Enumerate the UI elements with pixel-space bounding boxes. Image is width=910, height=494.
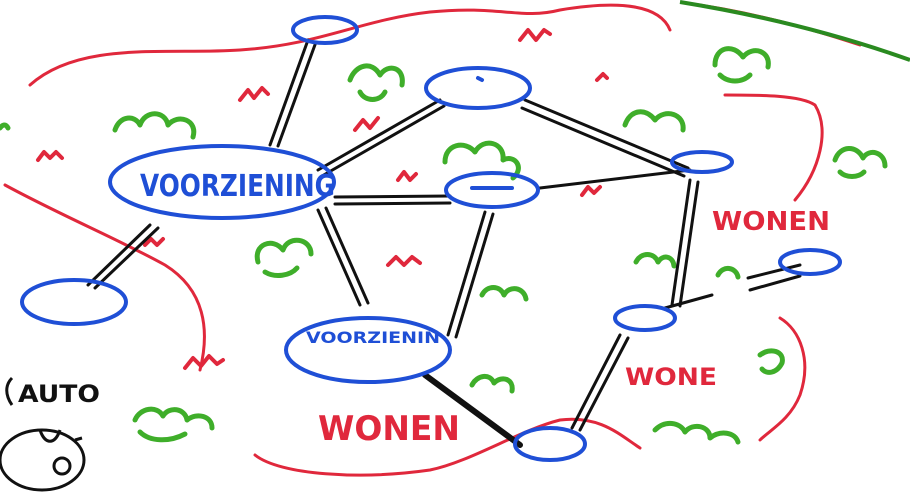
label-wone-middle: WONE	[625, 363, 717, 391]
red-squiggles	[36, 28, 609, 370]
road-voorziening-small	[316, 206, 370, 307]
red-squiggle	[386, 255, 422, 267]
red-boundary-left	[3, 183, 206, 372]
green-blob	[442, 140, 521, 181]
red-boundary-right	[723, 93, 824, 202]
green-blob	[652, 421, 741, 445]
red-zone-boundaries	[3, 1, 862, 477]
green-blob	[715, 266, 741, 280]
road-small-bottom	[422, 372, 523, 448]
red-squiggle	[595, 72, 609, 82]
road-voorziening-bottomleft	[86, 223, 160, 290]
red-squiggle	[580, 185, 602, 197]
car-window-icon	[38, 429, 62, 443]
label-wonen-bottom: WONEN	[318, 409, 460, 449]
road-middle-right	[538, 168, 692, 190]
green-edge-line	[679, 0, 910, 62]
auto-symbol	[0, 376, 86, 492]
green-blob	[132, 406, 215, 443]
node-right	[670, 150, 734, 174]
green-blob	[0, 122, 11, 131]
road-middle-small	[446, 210, 495, 339]
label-auto: AUTO	[18, 380, 100, 408]
road-voorziening-middle	[333, 194, 452, 206]
node-mark	[476, 76, 484, 82]
green-blob	[469, 374, 515, 394]
green-blob	[112, 111, 197, 140]
red-squiggle	[518, 28, 552, 42]
road-right-lowerright	[670, 178, 700, 308]
road-center-right	[520, 98, 690, 178]
red-squiggle	[183, 354, 225, 370]
node-marks	[470, 76, 514, 190]
label-voorziening-large: VOORZIENING	[140, 169, 335, 204]
nodes	[20, 15, 842, 462]
wheel-icon	[52, 456, 72, 476]
green-blob	[757, 348, 785, 375]
red-squiggle	[143, 237, 165, 247]
road-lowerright-farright	[663, 263, 802, 310]
red-boundary-right-lower	[758, 316, 807, 442]
node-bottom	[513, 426, 587, 462]
green-blob	[254, 237, 314, 278]
car-icon	[0, 428, 86, 492]
road-top-voorziening	[268, 38, 318, 148]
node-voorziening-large	[108, 144, 336, 220]
green-blob	[832, 146, 888, 179]
node-far-right	[778, 248, 842, 276]
red-squiggle	[396, 170, 418, 182]
red-squiggle	[353, 116, 380, 132]
red-squiggle	[238, 86, 270, 102]
green-blob	[622, 109, 686, 133]
node-middle	[444, 171, 540, 209]
green-blob	[712, 46, 771, 84]
node-top	[291, 15, 359, 45]
node-center-top	[424, 66, 532, 110]
green-blob	[479, 285, 529, 302]
node-voorziening-small	[284, 316, 452, 384]
road-voorziening-center	[316, 98, 446, 178]
green-blob	[633, 252, 677, 269]
green-blob	[347, 63, 405, 102]
red-boundary-top	[28, 3, 672, 87]
red-boundary-bottom	[253, 417, 642, 477]
car-mark	[74, 436, 83, 442]
road-network	[86, 38, 802, 448]
node-lower-right	[613, 304, 677, 332]
road-lowerright-bottom	[570, 333, 630, 432]
label-voorziening-small: VOORZIENIN	[306, 328, 440, 347]
green-blobs	[0, 46, 888, 445]
label-wonen-right: WONEN	[712, 207, 830, 237]
red-squiggle	[36, 150, 64, 162]
node-bottom-left	[20, 278, 128, 326]
auto-bracket	[5, 376, 14, 406]
